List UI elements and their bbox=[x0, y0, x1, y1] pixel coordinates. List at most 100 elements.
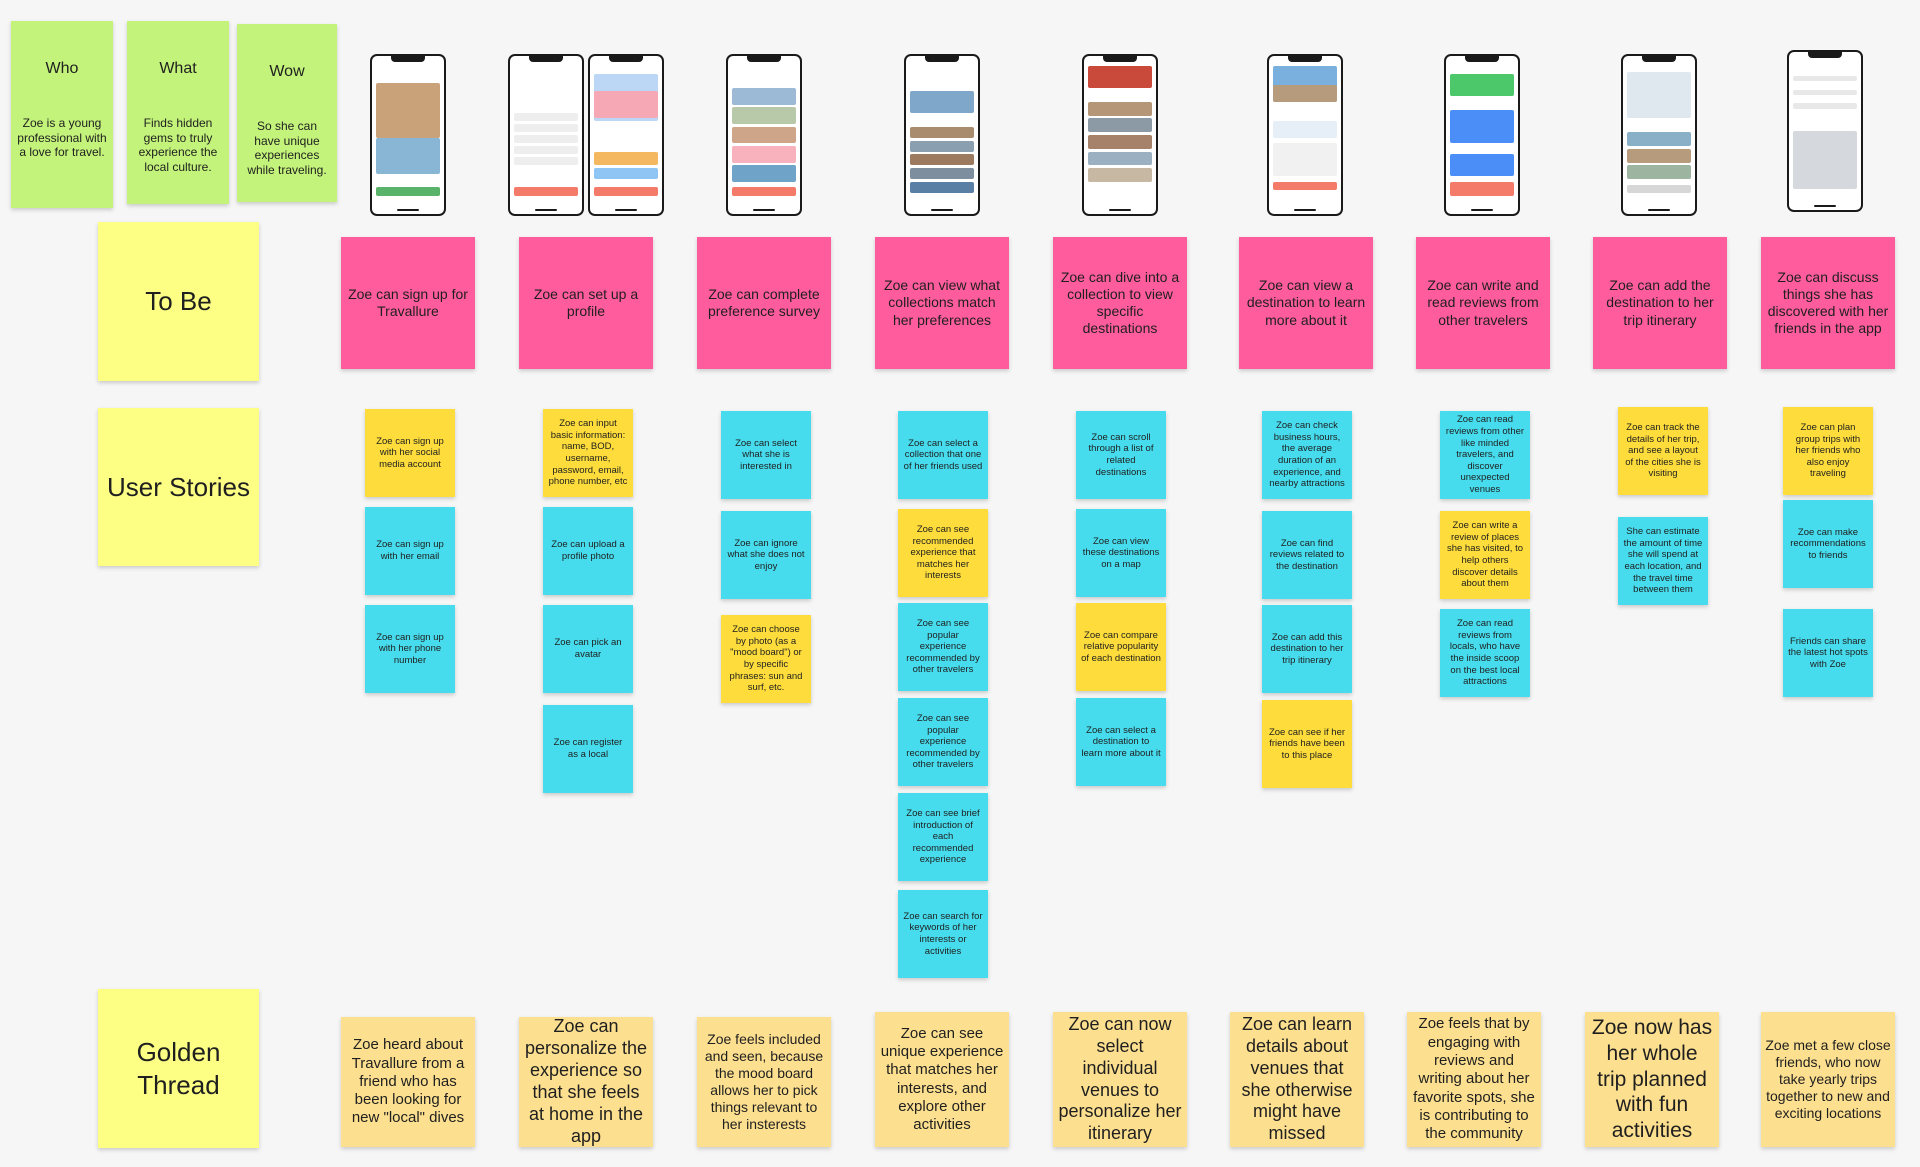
phone-screen-block bbox=[1450, 154, 1514, 177]
story-note[interactable]: Zoe can plan group trips with her friend… bbox=[1783, 407, 1873, 495]
phone-screen-block bbox=[514, 123, 578, 133]
story-note[interactable]: Zoe can find reviews related to the dest… bbox=[1262, 511, 1352, 599]
wow-note[interactable]: Wow So she can have unique experiences w… bbox=[237, 24, 337, 202]
to-be-text: Zoe can view what collections match her … bbox=[884, 277, 1000, 328]
golden-thread-note[interactable]: Zoe feels included and seen, because the… bbox=[697, 1017, 831, 1147]
story-note[interactable]: Zoe can track the details of her trip, a… bbox=[1618, 407, 1708, 495]
golden-thread-note[interactable]: Zoe can see unique experience that match… bbox=[875, 1012, 1009, 1147]
story-note[interactable]: Zoe can view these destinations on a map bbox=[1076, 509, 1166, 597]
story-note[interactable]: Zoe can read reviews from other like min… bbox=[1440, 411, 1530, 499]
story-text: Zoe can select a destination to learn mo… bbox=[1081, 724, 1161, 759]
golden-thread-note[interactable]: Zoe met a few close friends, who now tak… bbox=[1761, 1012, 1895, 1147]
story-note[interactable]: Zoe can sign up with her phone number bbox=[365, 605, 455, 693]
phone-screen-block bbox=[1273, 181, 1337, 191]
story-note[interactable]: Zoe can search for keywords of her inter… bbox=[898, 890, 988, 978]
story-text: Zoe can see popular experience recommend… bbox=[906, 618, 980, 676]
golden-thread-note[interactable]: Zoe can learn details about venues that … bbox=[1230, 1012, 1364, 1147]
to-be-note[interactable]: Zoe can complete preference survey bbox=[697, 237, 831, 369]
story-note[interactable]: Zoe can see recommended experience that … bbox=[898, 509, 988, 597]
golden-thread-text: Zoe can personalize the experience so th… bbox=[524, 1017, 648, 1146]
to-be-note[interactable]: Zoe can discuss things she has discovere… bbox=[1761, 237, 1895, 369]
story-text: Zoe can plan group trips with her friend… bbox=[1795, 422, 1861, 480]
to-be-note[interactable]: Zoe can write and read reviews from othe… bbox=[1416, 237, 1550, 369]
golden-thread-note[interactable]: Zoe can now select individual venues to … bbox=[1053, 1012, 1187, 1147]
golden-thread-text: Zoe can see unique experience that match… bbox=[880, 1024, 1004, 1134]
phone-sign-up bbox=[370, 54, 446, 216]
who-note[interactable]: Who Zoe is a young professional with a l… bbox=[11, 21, 113, 208]
phone-collections bbox=[904, 54, 980, 216]
golden-thread-note[interactable]: Zoe heard about Travallure from a friend… bbox=[341, 1017, 475, 1147]
to-be-text: Zoe can discuss things she has discovere… bbox=[1767, 268, 1889, 337]
phone-who-are-you bbox=[508, 54, 584, 216]
golden-thread-note[interactable]: Zoe now has her whole trip planned with … bbox=[1585, 1012, 1719, 1147]
story-note[interactable]: Zoe can see if her friends have been to … bbox=[1262, 700, 1352, 788]
to-be-text: Zoe can add the destination to her trip … bbox=[1606, 277, 1714, 328]
story-note[interactable]: Zoe can add this destination to her trip… bbox=[1262, 605, 1352, 693]
phone-screen-block bbox=[1793, 75, 1857, 82]
story-note[interactable]: Zoe can make recommendations to friends bbox=[1783, 500, 1873, 588]
story-text: Zoe can see brief introduction of each r… bbox=[906, 808, 980, 866]
what-note[interactable]: What Finds hidden gems to truly experien… bbox=[127, 21, 229, 204]
story-text: Zoe can find reviews related to the dest… bbox=[1269, 537, 1345, 572]
story-note[interactable]: Zoe can ignore what she does not enjoy bbox=[721, 511, 811, 599]
story-note[interactable]: She can estimate the amount of time she … bbox=[1618, 517, 1708, 605]
phone-screen-block bbox=[1627, 148, 1691, 163]
phone-screen-block bbox=[1793, 89, 1857, 96]
golden-thread-note[interactable]: Zoe feels that by engaging with reviews … bbox=[1407, 1012, 1541, 1147]
story-note[interactable]: Zoe can select what she is interested in bbox=[721, 411, 811, 499]
row-label-to-be[interactable]: To Be bbox=[98, 222, 259, 381]
phone-screen-block bbox=[1793, 103, 1857, 109]
story-text: Zoe can see recommended experience that … bbox=[910, 524, 976, 582]
to-be-note[interactable]: Zoe can view what collections match her … bbox=[875, 237, 1009, 369]
phone-screen-block bbox=[1627, 184, 1691, 193]
phone-screen-block bbox=[594, 187, 658, 196]
story-note[interactable]: Zoe can see popular experience recommend… bbox=[898, 603, 988, 691]
story-text: Zoe can read reviews from other like min… bbox=[1445, 414, 1525, 495]
row-label-golden-thread[interactable]: Golden Thread bbox=[98, 989, 259, 1148]
phone-screen-block bbox=[732, 107, 796, 124]
golden-thread-text: Zoe now has her whole trip planned with … bbox=[1591, 1016, 1713, 1142]
to-be-note[interactable]: Zoe can view a destination to learn more… bbox=[1239, 237, 1373, 369]
story-note[interactable]: Zoe can see popular experience recommend… bbox=[898, 698, 988, 786]
story-note[interactable]: Friends can share the latest hot spots w… bbox=[1783, 609, 1873, 697]
story-note[interactable]: Zoe can scroll through a list of related… bbox=[1076, 411, 1166, 499]
story-note[interactable]: Zoe can register as a local bbox=[543, 705, 633, 793]
story-note[interactable]: Zoe can check business hours, the averag… bbox=[1262, 411, 1352, 499]
to-be-note[interactable]: Zoe can add the destination to her trip … bbox=[1593, 237, 1727, 369]
story-note[interactable]: Zoe can upload a profile photo bbox=[543, 507, 633, 595]
phone-screen-block bbox=[1450, 74, 1514, 97]
to-be-note[interactable]: Zoe can sign up for Travallure bbox=[341, 237, 475, 369]
story-note[interactable]: Zoe can sign up with her social media ac… bbox=[365, 409, 455, 497]
story-text: Zoe can view these destinations on a map bbox=[1082, 535, 1160, 570]
phone-screen-block bbox=[376, 82, 440, 138]
to-be-text: Zoe can set up a profile bbox=[533, 285, 639, 319]
story-note[interactable]: Zoe can read reviews from locals, who ha… bbox=[1440, 609, 1530, 697]
story-note[interactable]: Zoe can choose by photo (as a "mood boar… bbox=[721, 615, 811, 703]
phone-screen-block bbox=[594, 90, 658, 119]
to-be-text: Zoe can view a destination to learn more… bbox=[1246, 277, 1366, 328]
story-text: Zoe can see if her friends have been to … bbox=[1268, 726, 1346, 761]
to-be-note[interactable]: Zoe can set up a profile bbox=[519, 237, 653, 369]
story-text: Zoe can see popular experience recommend… bbox=[906, 713, 980, 771]
story-note[interactable]: Zoe can write a review of places she has… bbox=[1440, 511, 1530, 599]
story-note[interactable]: Zoe can pick an avatar bbox=[543, 605, 633, 693]
golden-thread-note[interactable]: Zoe can personalize the experience so th… bbox=[519, 1017, 653, 1147]
story-note[interactable]: Zoe can select a collection that one of … bbox=[898, 411, 988, 499]
story-text: Zoe can sign up with her phone number bbox=[376, 631, 444, 666]
story-note[interactable]: Zoe can see brief introduction of each r… bbox=[898, 793, 988, 881]
phone-screen-block bbox=[1450, 96, 1514, 108]
phone-screen-block bbox=[1627, 121, 1691, 130]
story-note[interactable]: Zoe can input basic information: name, B… bbox=[543, 409, 633, 497]
to-be-text: Zoe can dive into a collection to view s… bbox=[1060, 268, 1180, 337]
to-be-note[interactable]: Zoe can dive into a collection to view s… bbox=[1053, 237, 1187, 369]
phone-screen-block bbox=[1088, 88, 1152, 100]
story-note[interactable]: Zoe can select a destination to learn mo… bbox=[1076, 698, 1166, 786]
row-label-user-stories[interactable]: User Stories bbox=[98, 408, 259, 566]
story-note[interactable]: Zoe can sign up with her email bbox=[365, 507, 455, 595]
story-note[interactable]: Zoe can compare relative popularity of e… bbox=[1076, 603, 1166, 691]
phone-screen-block bbox=[594, 168, 658, 180]
phone-screen-block bbox=[1627, 132, 1691, 147]
phone-screen-block bbox=[1088, 135, 1152, 149]
phone-screen-block bbox=[732, 165, 796, 182]
phone-screen-block bbox=[732, 187, 796, 196]
